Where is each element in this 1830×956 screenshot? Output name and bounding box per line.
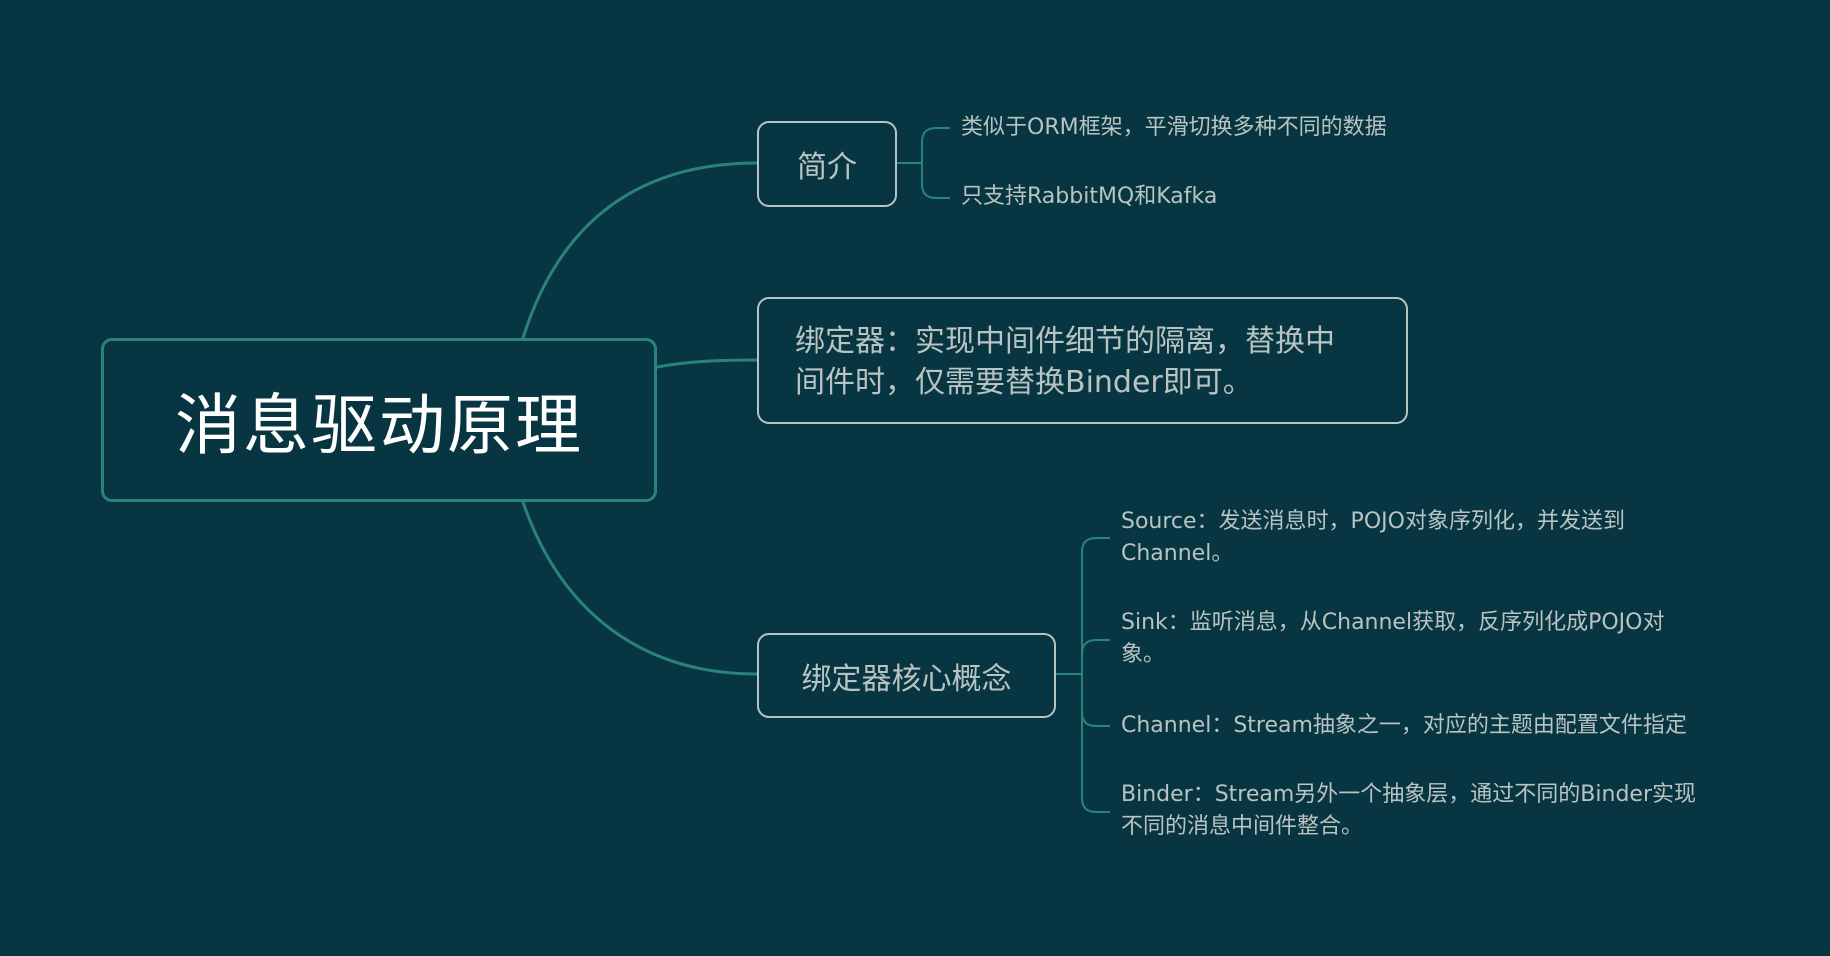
topic-binder[interactable]: 绑定器：实现中间件细节的隔离，替换中 间件时，仅需要替换Binder即可。 xyxy=(757,297,1408,424)
leaf-line: Channel：Stream抽象之一，对应的主题由配置文件指定 xyxy=(1121,713,1687,738)
leaf-intro-orm[interactable]: 类似于ORM框架，平滑切换多种不同的数据 xyxy=(961,112,1387,144)
topic-binder-concepts-label: 绑定器核心概念 xyxy=(801,661,1012,697)
connector-root-to-concepts xyxy=(521,500,759,676)
leaf-line: 不同的消息中间件整合。 xyxy=(1121,814,1364,839)
topic-intro-label: 简介 xyxy=(797,150,857,185)
topic-binder-text: 绑定器：实现中间件细节的隔离，替换中 间件时，仅需要替换Binder即可。 xyxy=(795,321,1335,403)
leaf-binder[interactable]: Binder：Stream另外一个抽象层，通过不同的Binder实现 不同的消息… xyxy=(1121,779,1696,843)
topic-binder-concepts[interactable]: 绑定器核心概念 xyxy=(757,633,1056,718)
leaf-sink[interactable]: Sink：监听消息，从Channel获取，反序列化成POJO对 象。 xyxy=(1121,607,1664,671)
root-topic[interactable]: 消息驱动原理 xyxy=(101,338,657,502)
leaf-intro-support[interactable]: 只支持RabbitMQ和Kafka xyxy=(961,181,1217,213)
leaf-line: Sink：监听消息，从Channel获取，反序列化成POJO对 xyxy=(1121,610,1665,635)
leaf-source[interactable]: Source：发送消息时，POJO对象序列化，并发送到 Channel。 xyxy=(1121,506,1625,570)
topic-binder-line-2: 间件时，仅需要替换Binder即可。 xyxy=(795,364,1253,400)
topic-intro[interactable]: 简介 xyxy=(757,121,897,207)
leaf-line: Binder：Stream另外一个抽象层，通过不同的Binder实现 xyxy=(1121,782,1696,807)
connector-root-to-binder xyxy=(655,358,759,369)
leaf-line: 象。 xyxy=(1121,642,1166,667)
leaf-channel[interactable]: Channel：Stream抽象之一，对应的主题由配置文件指定 xyxy=(1121,710,1687,742)
root-title: 消息驱动原理 xyxy=(175,387,583,464)
bracket-concepts xyxy=(1056,537,1110,813)
bracket-intro xyxy=(897,127,950,199)
topic-binder-line-1: 绑定器：实现中间件细节的隔离，替换中 xyxy=(795,323,1335,359)
connector-root-to-intro xyxy=(521,161,759,340)
leaf-text: 类似于ORM框架，平滑切换多种不同的数据 xyxy=(961,115,1387,140)
leaf-text: 只支持RabbitMQ和Kafka xyxy=(961,184,1218,209)
leaf-line: Channel。 xyxy=(1121,541,1234,566)
leaf-line: Source：发送消息时，POJO对象序列化，并发送到 xyxy=(1121,509,1625,534)
